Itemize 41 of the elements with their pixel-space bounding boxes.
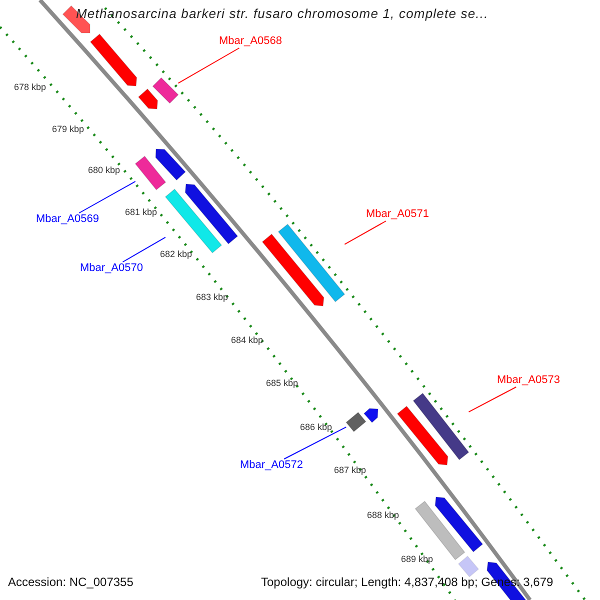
gene-label: Mbar_A0571 xyxy=(366,208,429,221)
gene-feature xyxy=(155,148,186,181)
gene-label: Mbar_A0573 xyxy=(497,374,560,387)
gene-feature xyxy=(262,234,324,306)
gene-feature xyxy=(346,412,366,432)
position-tick-label: 679 kbp xyxy=(52,124,84,135)
gene-feature xyxy=(278,224,346,302)
position-tick-label: 680 kbp xyxy=(88,165,120,176)
gene-feature xyxy=(90,34,138,86)
chromosome-title: Methanosarcina barkeri str. fusaro chromosome 1, complete se... xyxy=(76,6,488,21)
position-tick-label: 682 kbp xyxy=(160,249,192,260)
position-tick-label: 684 kbp xyxy=(231,335,264,346)
position-tick-label: 678 kbp xyxy=(14,82,46,93)
info-text: Topology: circular; Length: 4,837,408 bp; Genes: 3,679 xyxy=(261,575,554,589)
gene-feature xyxy=(396,406,448,466)
leader-line xyxy=(122,236,166,262)
position-tick-label: 689 kbp xyxy=(401,554,434,565)
leader-line xyxy=(284,426,347,460)
gene-feature xyxy=(434,496,484,552)
leader-line xyxy=(468,386,517,412)
gene-feature xyxy=(412,392,470,460)
gene-feature xyxy=(458,556,480,578)
info-text: Accession: NC_007355 xyxy=(8,575,134,589)
gene-feature xyxy=(184,184,238,244)
gene-feature xyxy=(152,77,179,104)
leader-line xyxy=(344,220,386,245)
gene-feature xyxy=(134,156,166,190)
position-tick-label: 686 kbp xyxy=(300,422,332,433)
gene-label: Mbar_A0569 xyxy=(36,213,99,226)
position-tick-label: 683 kbp xyxy=(196,292,228,303)
leader-line xyxy=(178,48,240,84)
gene-label: Mbar_A0568 xyxy=(219,35,282,48)
position-tick-label: 688 kbp xyxy=(367,510,400,521)
gene-feature xyxy=(138,88,158,110)
position-tick-label: 681 kbp xyxy=(125,207,158,218)
leader-line xyxy=(78,181,136,214)
gene-label: Mbar_A0572 xyxy=(240,459,303,472)
gene-feature xyxy=(363,408,378,424)
position-tick-label: 685 kbp xyxy=(266,378,298,389)
gene-label: Mbar_A0570 xyxy=(80,262,143,275)
position-tick-label: 687 kbp xyxy=(334,465,366,476)
